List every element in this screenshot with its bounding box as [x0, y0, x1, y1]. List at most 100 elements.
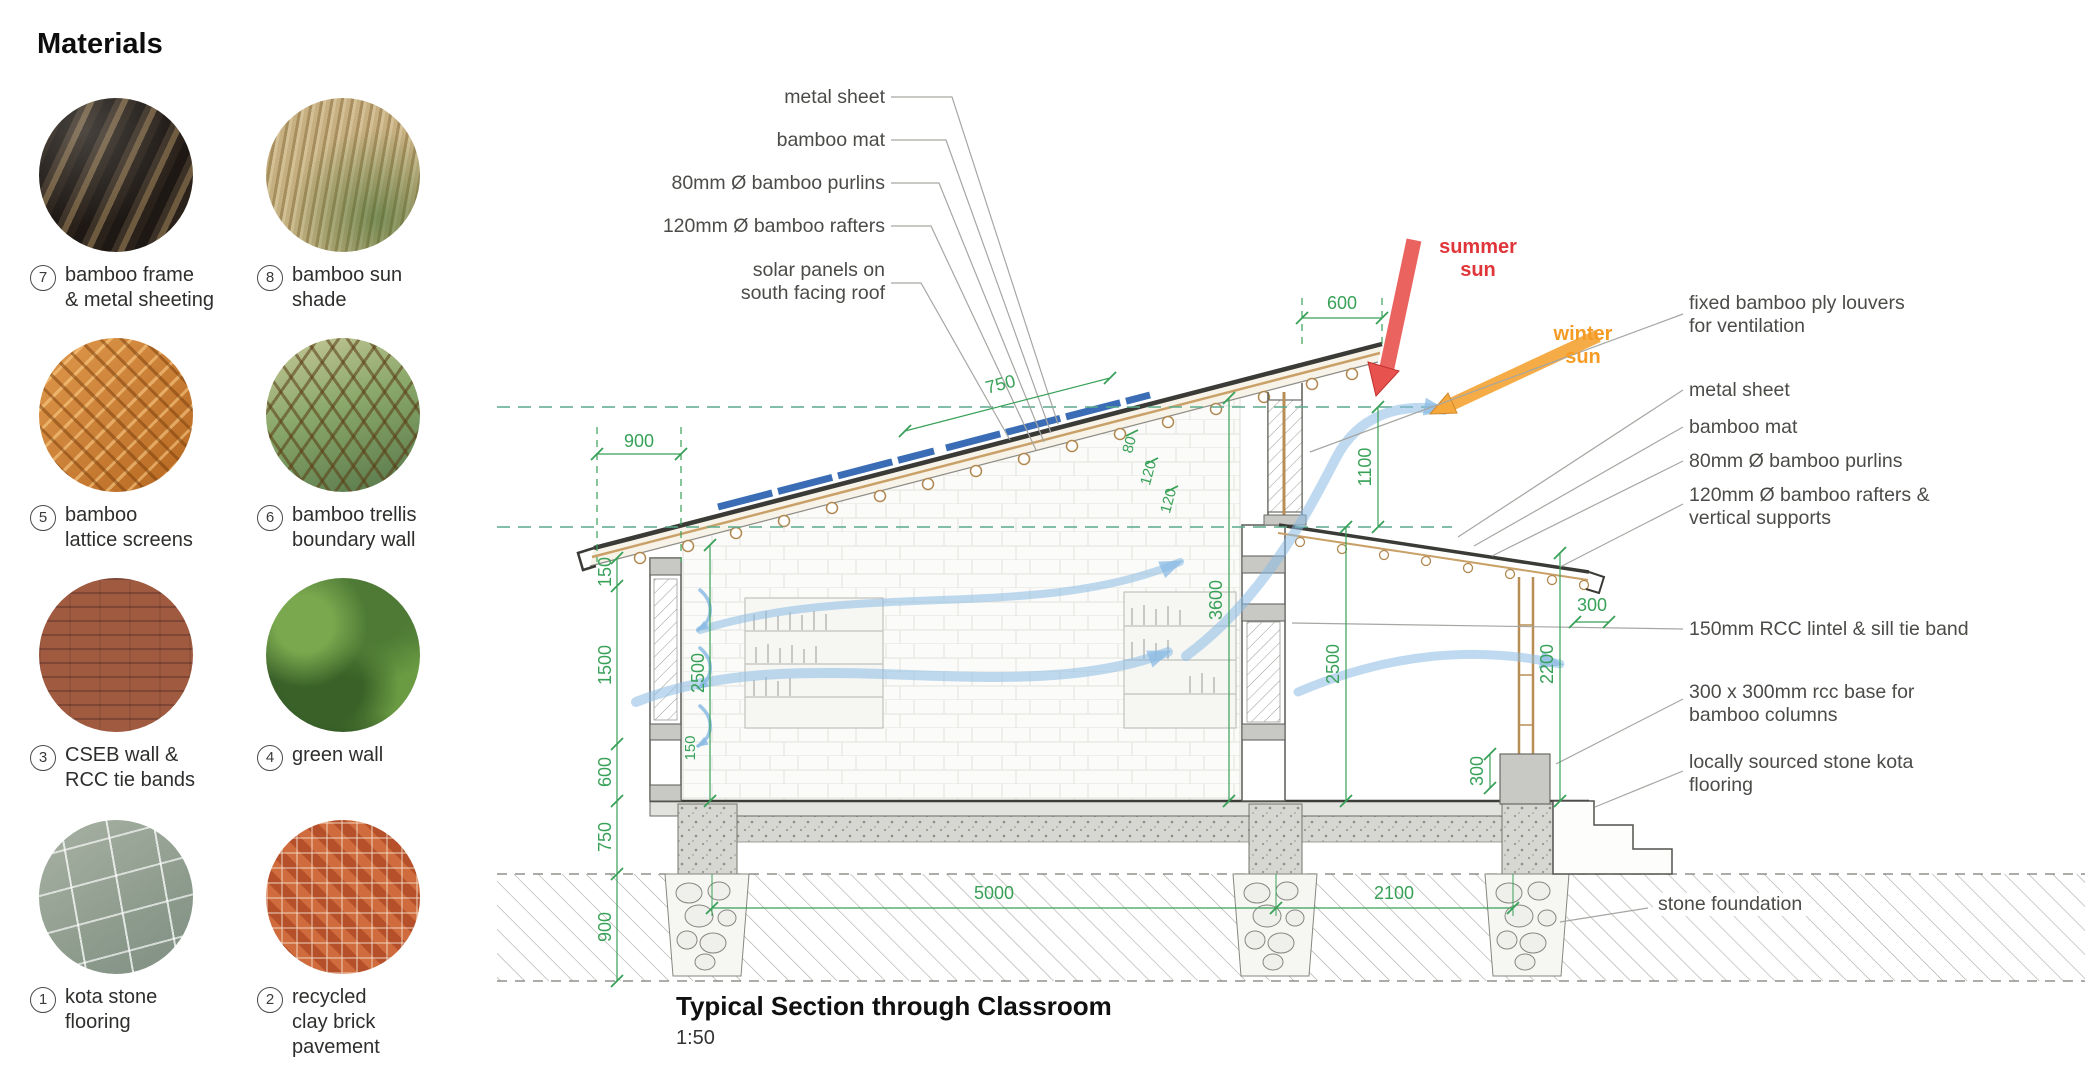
dim-150-sill: 150 — [682, 735, 699, 760]
callout-rcc-base: 300 x 300mm rcc base for bamboo columns — [1689, 681, 1915, 726]
callout-bamboo-mat-right: bamboo mat — [1689, 416, 1798, 438]
left-wall — [649, 557, 682, 802]
clerestory-louvers — [1263, 383, 1307, 526]
dim-2500-left: 2500 — [688, 653, 708, 693]
material-photo-kota — [39, 820, 193, 974]
material-item-sun-shade: 8 bamboo sun shade — [233, 98, 453, 313]
material-number-badge: 7 — [30, 265, 56, 291]
stone-foundation-center — [1232, 873, 1318, 977]
material-photo-trellis — [266, 338, 420, 492]
material-label-row: 8 bamboo sun shade — [233, 263, 453, 313]
drawing-scale: 1:50 — [676, 1027, 715, 1049]
lower-roof — [1277, 523, 1606, 595]
dim-300-base: 300 — [1467, 756, 1487, 786]
bamboo-purlins-main — [633, 367, 1359, 565]
dimension-texts: 900 600 5000 2100 300 150 1500 600 750 9… — [595, 293, 1607, 942]
material-photo-clay-brick — [266, 820, 420, 974]
materials-heading: Materials — [37, 28, 163, 60]
dim-1100-clerestory: 1100 — [1355, 448, 1375, 487]
material-number-badge: 2 — [257, 987, 283, 1013]
drawing-title: Typical Section through Classroom — [676, 991, 1112, 1021]
dim-120-roof-layer-a: 120 — [1137, 459, 1160, 488]
leader-lines — [891, 96, 1684, 923]
gutter-left — [576, 546, 597, 572]
dimension-ticks — [590, 311, 1616, 988]
material-item-bamboo-frame: 7 bamboo frame & metal sheeting — [6, 98, 226, 313]
dim-1500-left: 1500 — [595, 645, 615, 685]
dim-150-left: 150 — [595, 557, 615, 587]
material-label: green wall — [292, 744, 384, 766]
dim-2500-right: 2500 — [1323, 644, 1343, 684]
dim-750-roof-slope: 750 — [983, 371, 1017, 398]
dim-2200-right: 2200 — [1537, 644, 1557, 684]
callout-solar-panels: solar panels on south facing roof — [740, 259, 885, 304]
material-item-green-wall: 4 green wall — [233, 578, 453, 771]
material-label-row: 4 green wall — [233, 743, 453, 771]
callout-metal-sheet-right: metal sheet — [1689, 379, 1790, 401]
material-photo-bamboo-frame — [39, 98, 193, 252]
callout-purlins-right: 80mm Ø bamboo purlins — [1689, 450, 1903, 472]
material-label-row: 2 recycled clay brick pavement — [233, 985, 453, 1060]
dim-80-roof-layer: 80 — [1119, 435, 1140, 456]
floor-slab — [649, 799, 1590, 843]
callout-bamboo-mat-left: bamboo mat — [776, 129, 885, 151]
callout-rafters-right: 120mm Ø bamboo rafters & vertical suppor… — [1689, 484, 1930, 529]
dimension-lines — [590, 311, 1616, 988]
callout-ply-louvers: fixed bamboo ply louvers for ventilation — [1689, 292, 1905, 337]
dim-900-overhang: 900 — [624, 431, 654, 451]
material-label-row: 3 CSEB wall & RCC tie bands — [6, 743, 226, 793]
material-label: kota stone flooring — [65, 986, 158, 1033]
foundations — [664, 803, 1570, 977]
reference-lines — [497, 298, 1452, 562]
material-label: bamboo lattice screens — [65, 504, 193, 551]
winter-sun-arrow — [1428, 330, 1601, 415]
gutter-right — [1585, 571, 1606, 595]
material-label: recycled clay brick pavement — [292, 986, 380, 1058]
material-item-lattice: 5 bamboo lattice screens — [6, 338, 226, 553]
stone-foundation-left — [664, 873, 750, 977]
summer-sun-label: summer sun — [1439, 236, 1517, 281]
dim-600-left: 600 — [595, 757, 615, 787]
material-label-row: 6 bamboo trellis boundary wall — [233, 503, 453, 553]
bamboo-column — [1499, 577, 1551, 805]
material-item-kota: 1 kota stone flooring — [6, 820, 226, 1035]
dim-900-left: 900 — [595, 912, 615, 942]
center-wall — [1241, 524, 1286, 802]
dim-3600-center: 3600 — [1206, 580, 1226, 620]
material-label: bamboo sun shade — [292, 264, 403, 311]
callout-rafters-left: 120mm Ø bamboo rafters — [662, 215, 885, 237]
material-number-badge: 5 — [30, 505, 56, 531]
material-item-cseb: 3 CSEB wall & RCC tie bands — [6, 578, 226, 793]
main-roof — [576, 341, 1383, 572]
material-number-badge: 8 — [257, 265, 283, 291]
rcc-base-block — [1499, 753, 1551, 805]
dim-2100-span: 2100 — [1374, 883, 1414, 903]
entry-steps — [1552, 800, 1673, 875]
callout-metal-sheet-left: metal sheet — [784, 86, 885, 108]
winter-sun-label: winter sun — [1553, 323, 1613, 368]
callout-rcc-lintel: 150mm RCC lintel & sill tie band — [1689, 618, 1969, 640]
callout-stone-foundation: stone foundation — [1653, 893, 1808, 916]
material-number-badge: 4 — [257, 745, 283, 771]
material-label: CSEB wall & RCC tie bands — [65, 744, 196, 791]
material-item-trellis: 6 bamboo trellis boundary wall — [233, 338, 453, 553]
dim-120-roof-layer-b: 120 — [1157, 487, 1180, 516]
material-item-clay-brick: 2 recycled clay brick pavement — [233, 820, 453, 1060]
material-photo-cseb — [39, 578, 193, 732]
bamboo-purlins-lower — [1294, 536, 1590, 591]
dim-5000-span: 5000 — [974, 883, 1014, 903]
summer-sun-arrow — [1367, 238, 1422, 398]
dim-750-left: 750 — [595, 822, 615, 852]
dim-300-eave: 300 — [1577, 595, 1607, 615]
material-photo-lattice — [39, 338, 193, 492]
material-number-badge: 6 — [257, 505, 283, 531]
material-label: bamboo frame & metal sheeting — [65, 264, 214, 311]
material-photo-sun-shade — [266, 98, 420, 252]
dim-600-clerestory: 600 — [1327, 293, 1357, 313]
material-label: bamboo trellis boundary wall — [292, 504, 417, 551]
material-number-badge: 1 — [30, 987, 56, 1013]
solar-panels — [717, 391, 1151, 511]
material-photo-green-wall — [266, 578, 420, 732]
